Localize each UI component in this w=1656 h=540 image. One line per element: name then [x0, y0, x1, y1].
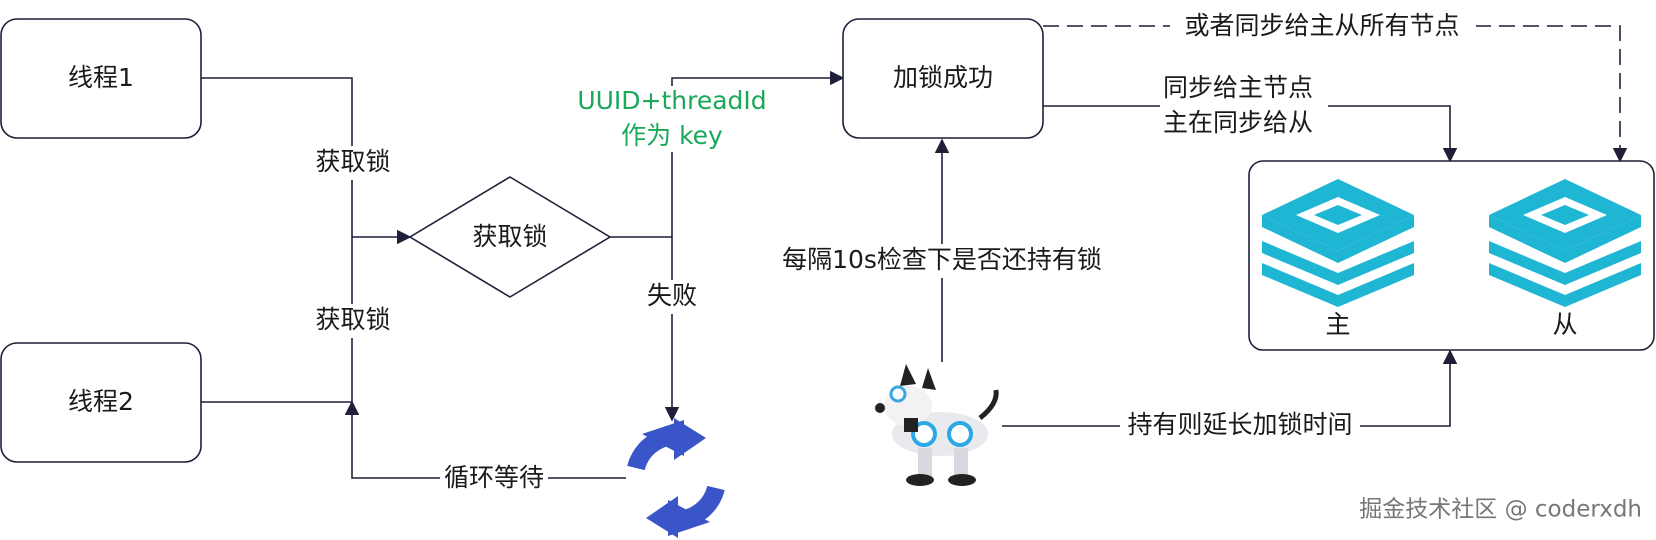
edge-thread1-junction: [200, 77, 353, 237]
watchdog-robot-dog-icon: [875, 364, 999, 486]
redis-slave-icon: [1489, 179, 1641, 307]
thread2-label: 线程2: [68, 387, 134, 416]
label-key-line1: UUID+threadId: [577, 86, 766, 115]
refresh-loop-icon: [627, 418, 725, 538]
label-sync-master-line2: 主在同步给从: [1163, 108, 1313, 137]
node-lock-success: 加锁成功: [842, 18, 1044, 139]
node-acquire-diamond: 获取锁: [408, 176, 612, 298]
acquire-diamond-label: 获取锁: [472, 222, 547, 251]
label-acquire-bottom: 获取锁: [315, 305, 390, 334]
node-thread1: 线程1: [0, 18, 202, 139]
thread1-label: 线程1: [68, 63, 134, 92]
master-label: 主: [1325, 310, 1350, 339]
redis-master-icon: [1262, 179, 1414, 307]
lock-success-label: 加锁成功: [893, 63, 993, 92]
edge-success-all-dashed: [1043, 25, 1628, 163]
node-thread2: 线程2: [0, 342, 202, 463]
label-acquire-top: 获取锁: [315, 147, 390, 176]
label-fail: 失败: [647, 281, 697, 310]
label-key-line2: 作为 key: [621, 121, 723, 150]
slave-label: 从: [1552, 310, 1577, 339]
node-redis-group: 主 从: [1248, 160, 1655, 351]
watermark: 掘金技术社区 @ coderxdh: [1359, 497, 1642, 523]
label-sync-master-line1: 同步给主节点: [1163, 73, 1313, 102]
label-extend: 持有则延长加锁时间: [1127, 410, 1352, 439]
label-loop-wait: 循环等待: [444, 463, 544, 492]
label-sync-all: 或者同步给主从所有节点: [1184, 11, 1459, 40]
edge-labels: 获取锁 获取锁 UUID+threadId 作为 key 失败 循环等待 每隔1…: [312, 10, 1476, 496]
edge-branch-success: [671, 70, 845, 237]
label-check: 每隔10s检查下是否还持有锁: [782, 245, 1102, 274]
